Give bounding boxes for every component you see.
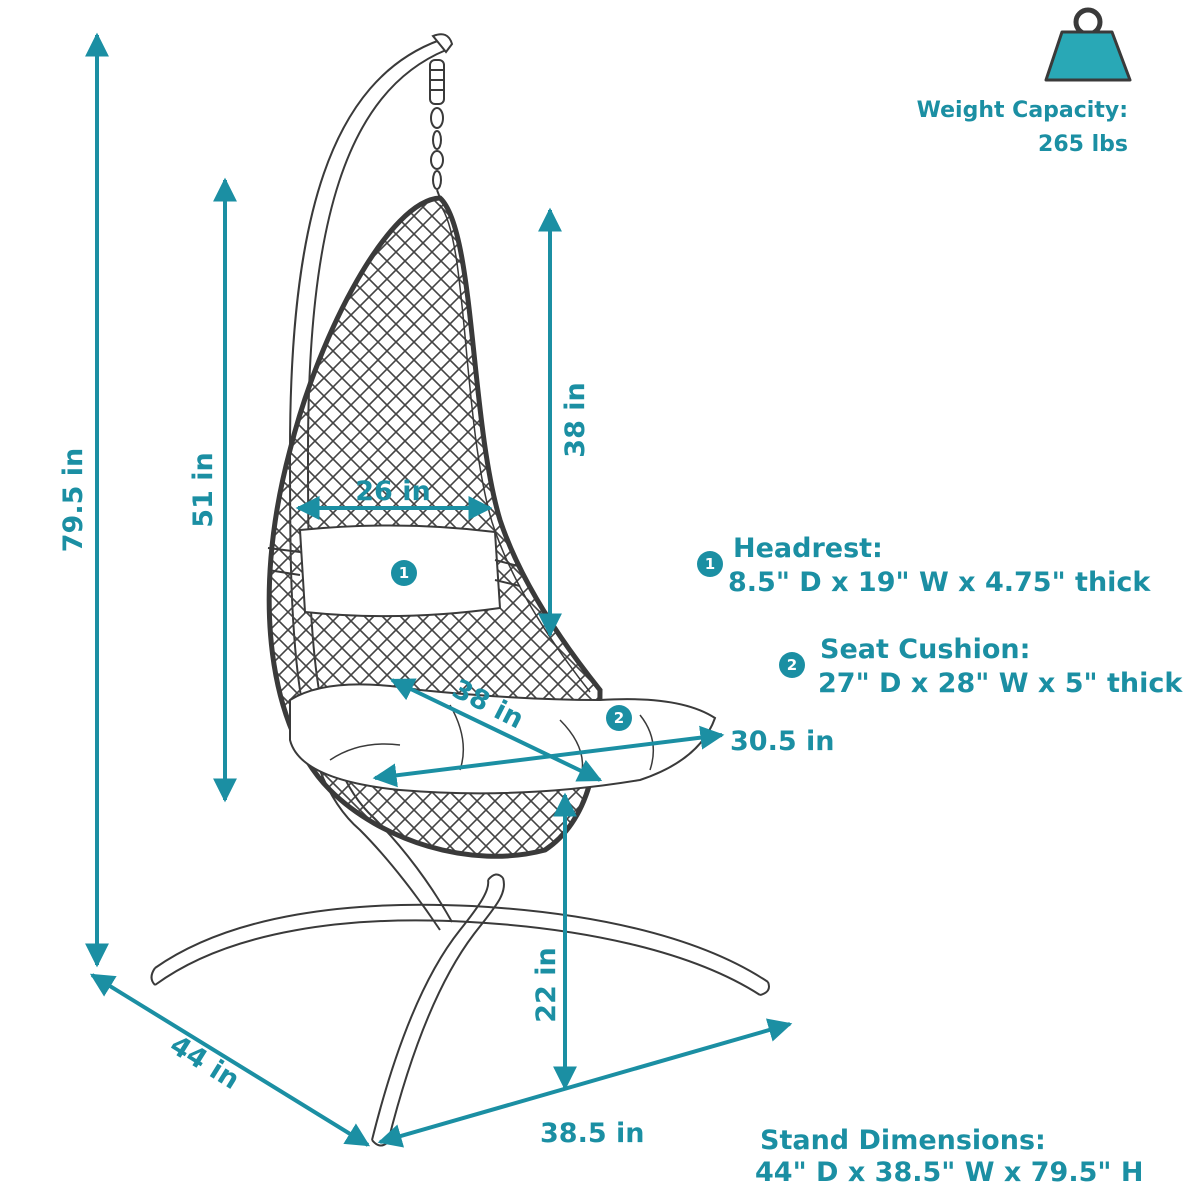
- label-base-depth: 44 in: [164, 1030, 244, 1096]
- label-seat-front: 30.5 in: [730, 726, 835, 757]
- label-width: 26 in: [355, 476, 430, 507]
- headrest-legend-badge: 1: [697, 551, 723, 577]
- hanging-chain: [429, 59, 445, 199]
- label-base-width: 38.5 in: [540, 1118, 645, 1149]
- headrest-title: Headrest:: [733, 533, 883, 564]
- stand-base: [150, 873, 770, 1147]
- seat-cushion-legend-badge: 2: [779, 652, 805, 678]
- weight-capacity-title: Weight Capacity:: [916, 98, 1128, 123]
- headrest-badge: 1: [391, 560, 417, 586]
- label-total-height: 79.5 in: [58, 448, 89, 553]
- stand-dimensions-spec: 44" D x 38.5" W x 79.5" H: [755, 1157, 1144, 1188]
- label-ground-clearance: 22 in: [531, 947, 562, 1022]
- weight-capacity-value: 265 lbs: [1038, 132, 1128, 157]
- seat-cushion-spec: 27" D x 28" W x 5" thick: [818, 668, 1183, 699]
- dim-line-base-depth: [89, 973, 371, 1147]
- seat-cushion-badge: 2: [606, 705, 632, 731]
- label-back-height: 38 in: [560, 382, 591, 457]
- seat-cushion-title: Seat Cushion:: [820, 634, 1031, 665]
- dim-line-base-width: [377, 1018, 793, 1148]
- weight-icon: [1044, 7, 1132, 82]
- headrest-spec: 8.5" D x 19" W x 4.75" thick: [728, 567, 1151, 598]
- dimension-lines: [85, 32, 793, 1148]
- stand-dimensions-title: Stand Dimensions:: [760, 1125, 1046, 1156]
- label-seat-height: 51 in: [188, 452, 219, 527]
- dim-line-seat-front: [372, 725, 725, 788]
